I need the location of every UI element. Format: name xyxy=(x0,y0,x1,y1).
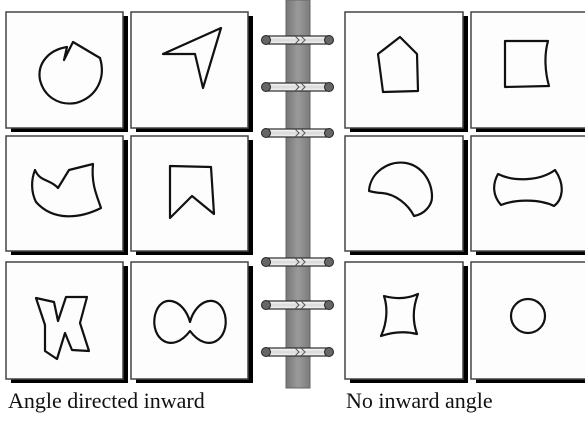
right-card-r3c1 xyxy=(345,262,468,383)
card-frame xyxy=(471,136,585,251)
right-panel-group xyxy=(345,12,585,383)
card-frame xyxy=(471,12,585,128)
card-frame xyxy=(345,262,463,379)
left-panel-group xyxy=(6,12,253,383)
binder-spine xyxy=(286,0,310,388)
right-card-r1c2 xyxy=(471,12,585,132)
binder-ring xyxy=(262,347,334,357)
card-frame xyxy=(131,12,248,128)
card-frame xyxy=(6,12,123,128)
card-frame xyxy=(6,136,123,251)
card-frame xyxy=(345,12,463,128)
left-card-r1c2 xyxy=(131,12,253,132)
card-frame xyxy=(345,136,463,251)
left-card-r3c1 xyxy=(6,262,128,383)
left-card-r2c1 xyxy=(6,136,128,255)
binder-ring xyxy=(262,300,334,310)
right-card-r1c1 xyxy=(345,12,468,132)
right-card-r2c1 xyxy=(345,136,468,255)
left-caption: Angle directed inward xyxy=(8,390,205,412)
right-card-r3c2 xyxy=(471,262,585,383)
card-frame xyxy=(131,136,248,251)
left-card-r2c2 xyxy=(131,136,253,255)
binder-ring xyxy=(262,82,334,92)
card-frame xyxy=(471,262,585,379)
right-card-r2c2 xyxy=(471,136,585,255)
card-frame xyxy=(6,262,123,379)
binder-ring xyxy=(262,257,334,267)
left-card-r3c2 xyxy=(131,262,253,383)
left-card-r1c1 xyxy=(6,12,128,132)
right-caption: No inward angle xyxy=(346,390,493,412)
binder-ring xyxy=(262,35,334,45)
binder-ring xyxy=(262,128,334,138)
